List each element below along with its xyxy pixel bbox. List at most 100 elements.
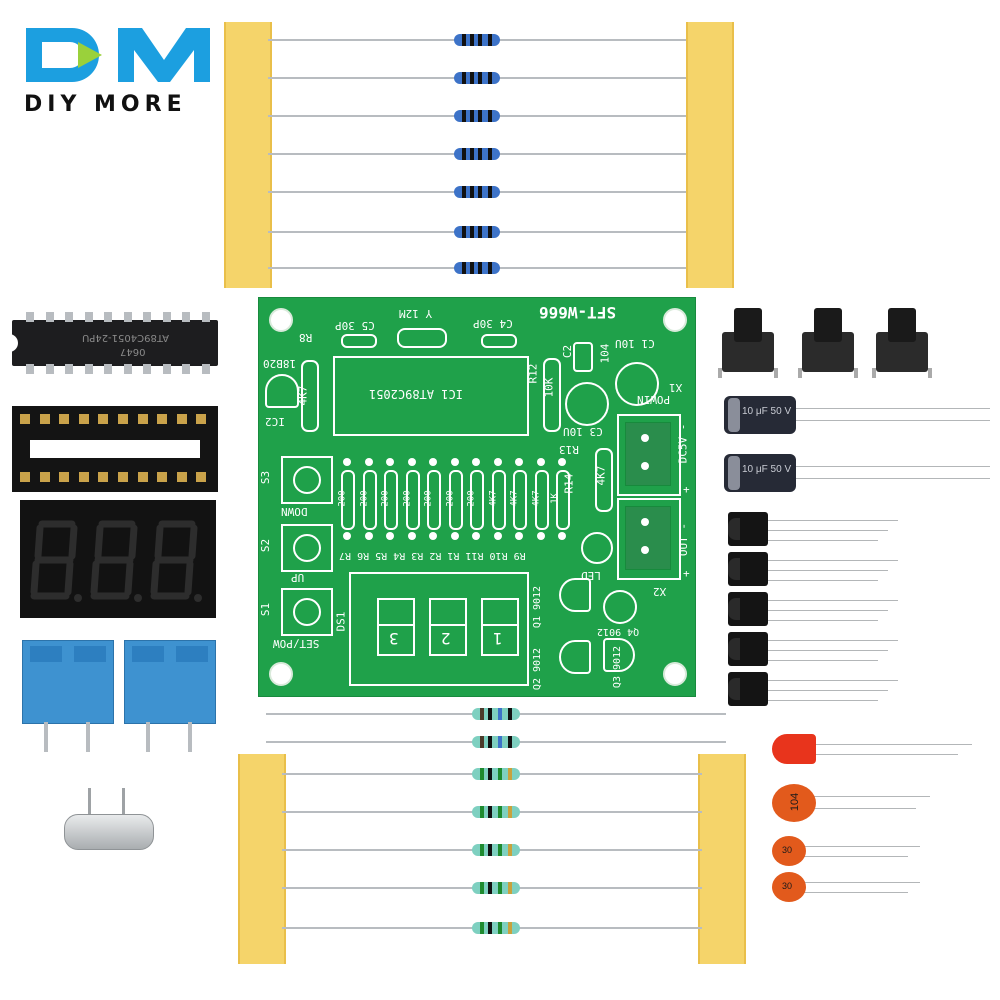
color-band <box>470 72 474 84</box>
chip-pin <box>201 364 210 374</box>
resistor-body <box>472 922 520 934</box>
tactile-button-3 <box>872 306 932 378</box>
color-band <box>488 768 492 780</box>
transistor-lead <box>768 690 888 691</box>
tape-bottom-left <box>238 754 286 964</box>
socket-pin <box>137 472 148 482</box>
pad <box>450 458 459 466</box>
resistor <box>268 34 686 46</box>
c4-footprint <box>481 334 517 348</box>
c4-label: C4 30P <box>473 317 513 330</box>
resistor-footprint: 200 <box>381 470 398 530</box>
socket-pin <box>78 414 89 424</box>
resistor-body <box>472 844 520 856</box>
color-band <box>478 34 482 46</box>
q3-footprint <box>603 638 635 672</box>
q2-label: Q2 9012 <box>532 647 544 691</box>
mounting-hole <box>269 308 293 332</box>
resistor-value-label: 4K7 <box>531 490 542 507</box>
color-band <box>508 708 512 720</box>
chip-pin <box>162 312 171 322</box>
color-band <box>488 262 492 274</box>
chip-pin <box>182 312 190 322</box>
resistor-footprint: 200 <box>423 470 441 530</box>
color-band <box>480 844 484 856</box>
socket-pin <box>98 414 109 424</box>
resistor-footprint: 4K7 <box>510 470 527 530</box>
chip-date-code: 0647 <box>120 346 146 357</box>
socket-pin <box>98 472 109 482</box>
resistor-value-label: 4K7 <box>488 490 499 507</box>
resistor-footprint: 4K7 <box>488 470 506 530</box>
x2-terminal-footprint <box>617 498 681 580</box>
color-band <box>480 736 484 748</box>
color-band <box>478 186 482 198</box>
color-band <box>508 882 512 894</box>
ceramic-capacitor-30p-1: 30 <box>772 836 922 868</box>
color-band <box>498 736 502 748</box>
transistor-lead <box>768 560 898 561</box>
transistor-lead <box>768 700 878 701</box>
socket-pin <box>196 472 207 482</box>
c3-footprint <box>565 382 609 426</box>
x1-terminal-footprint <box>617 414 681 496</box>
tactile-button-2 <box>798 306 858 378</box>
resistor-body <box>454 72 500 84</box>
resistor-value-label: 200 <box>423 490 434 507</box>
digit-footprint: 1 <box>481 598 519 656</box>
tape-top-right <box>686 22 734 288</box>
chip-pin <box>104 364 112 374</box>
resistor-footprint: 200 <box>359 470 377 530</box>
color-band <box>462 72 466 84</box>
tape-top-left <box>224 22 272 288</box>
mounting-hole <box>663 662 687 686</box>
chip-pin <box>162 364 171 374</box>
color-band <box>462 34 466 46</box>
r13-label: R13 <box>559 443 579 456</box>
capacitor-rating: 10 μF 50 V <box>742 406 792 417</box>
transistor-face <box>728 638 740 660</box>
resistor-body <box>454 34 500 46</box>
color-band <box>470 262 474 274</box>
ic2-label: IC2 <box>265 415 285 428</box>
pad <box>493 532 502 540</box>
pad <box>429 532 437 540</box>
color-band <box>488 882 492 894</box>
seven-segment-display <box>20 500 216 618</box>
s2-label: S2 <box>259 538 273 553</box>
resistor-value-label: 200 <box>359 490 370 507</box>
color-band <box>488 922 492 934</box>
pad <box>536 458 545 466</box>
color-band <box>480 708 484 720</box>
transistor-face <box>728 558 740 580</box>
c5-label: C5 30P <box>335 319 375 332</box>
color-band <box>470 226 474 238</box>
transistor-lead <box>768 610 888 611</box>
chip-pin <box>123 364 132 374</box>
transistor-lead <box>768 600 898 601</box>
color-band <box>498 844 502 856</box>
color-band <box>480 806 484 818</box>
capacitor-rating: 10 μF 50 V <box>742 464 792 475</box>
color-band <box>478 110 482 122</box>
c3-label: C3 10U <box>563 425 603 438</box>
ceramic-value: 30 <box>782 881 793 891</box>
r14-value: 4K7 <box>594 465 608 486</box>
color-band <box>498 768 502 780</box>
c1-label: C1 10U <box>615 337 655 350</box>
color-band <box>478 72 482 84</box>
resistor-footprint: 200 <box>445 470 463 530</box>
c2-footprint <box>573 342 593 372</box>
resistor <box>282 922 702 934</box>
transistor <box>728 590 898 628</box>
socket-pin <box>20 472 30 482</box>
resistor <box>282 882 702 894</box>
chip-pin <box>182 364 190 374</box>
chip-pin <box>143 312 151 322</box>
color-band <box>462 186 466 198</box>
led-footprint <box>581 532 613 564</box>
s3-label: S3 <box>259 470 273 485</box>
color-band <box>462 226 466 238</box>
color-band <box>488 806 492 818</box>
resistor-body <box>472 736 520 748</box>
